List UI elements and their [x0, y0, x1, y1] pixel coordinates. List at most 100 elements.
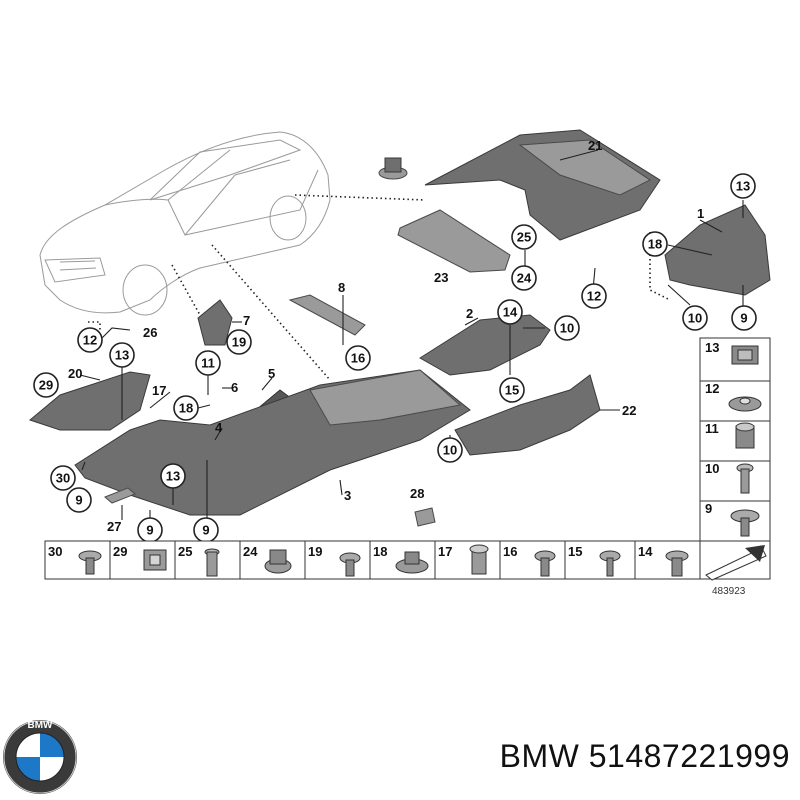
fastener-label-17: 17	[438, 544, 452, 559]
fastener-label-14: 14	[638, 544, 653, 559]
diagram-id: 483923	[712, 586, 746, 597]
bmw-logo: BMW	[3, 720, 77, 794]
callout-10-right: 10	[682, 305, 708, 331]
callout-24: 24	[511, 265, 537, 291]
fastener-label-9: 9	[705, 501, 712, 516]
svg-text:9: 9	[146, 523, 153, 538]
callout-12-left: 12	[77, 327, 103, 353]
fastener-24-nut-icon	[264, 549, 292, 574]
svg-text:11: 11	[201, 356, 215, 371]
callout-26: 26	[143, 325, 157, 340]
callout-11: 11	[195, 350, 221, 376]
svg-text:10: 10	[688, 311, 702, 326]
svg-text:12: 12	[83, 333, 97, 348]
callout-9-bottom-center: 9	[193, 517, 219, 543]
svg-text:13: 13	[736, 179, 750, 194]
callout-19: 19	[226, 329, 252, 355]
svg-text:BMW: BMW	[28, 720, 54, 731]
fastener-column: 13 12 11 10 9	[699, 337, 771, 581]
callout-22: 22	[622, 403, 636, 418]
fastener-label-16: 16	[503, 544, 517, 559]
fastener-label-13: 13	[705, 340, 719, 355]
fastener-label-11: 11	[705, 421, 719, 436]
callout-28: 28	[410, 486, 424, 501]
part-8-strip	[288, 294, 366, 336]
callout-17: 17	[152, 383, 166, 398]
svg-text:24: 24	[517, 271, 532, 286]
callout-25: 25	[511, 224, 537, 250]
part-27-pad	[104, 487, 136, 504]
callout-16: 16	[345, 345, 371, 371]
part-1-wheel-arch-shield	[664, 204, 771, 296]
svg-text:9: 9	[202, 523, 209, 538]
svg-text:9: 9	[75, 493, 82, 508]
direction-arrow-icon	[705, 545, 767, 581]
callout-13-bottom: 13	[160, 463, 186, 489]
fastener-11-nut-icon	[735, 422, 755, 449]
fastener-14-icon	[665, 550, 689, 577]
part-2-panel	[419, 314, 551, 376]
part-22-side-shield	[454, 374, 601, 456]
part-7-bracket	[197, 299, 233, 346]
fastener-30-icon	[78, 550, 102, 575]
svg-text:9: 9	[740, 311, 747, 326]
callout-15: 15	[499, 377, 525, 403]
callout-7: 7	[243, 313, 250, 328]
part-21-rear-underbody-shield	[424, 129, 661, 241]
fastener-19-icon	[339, 552, 361, 577]
callout-9-left: 9	[66, 487, 92, 513]
fastener-15-icon	[599, 550, 621, 577]
fastener-9-screw-washer-icon	[730, 509, 760, 537]
svg-text:12: 12	[587, 289, 601, 304]
fastener-label-10: 10	[705, 461, 719, 476]
callout-9-right: 9	[731, 305, 757, 331]
svg-text:13: 13	[115, 348, 129, 363]
fastener-label-15: 15	[568, 544, 582, 559]
callout-9-bottom-left: 9	[137, 517, 163, 543]
callout-18-left: 18	[173, 395, 199, 421]
svg-text:25: 25	[517, 230, 531, 245]
svg-text:10: 10	[560, 321, 574, 336]
callout-6: 6	[231, 380, 238, 395]
fastener-29-icon	[143, 549, 167, 571]
fastener-25-bolt-icon	[204, 548, 220, 577]
fastener-row: 30 29 25 24 19 18 17 16 15 14	[44, 540, 701, 580]
callout-20: 20	[68, 366, 82, 381]
svg-text:13: 13	[166, 469, 180, 484]
fastener-18-icon	[395, 551, 429, 574]
callout-12-right: 12	[581, 283, 607, 309]
callouts: 21 13 1 18 25 23 24 12 10 9 8 16 2 14	[33, 138, 757, 543]
callout-14: 14	[497, 299, 523, 325]
callout-13-left: 13	[109, 342, 135, 368]
callout-1: 1	[697, 206, 704, 221]
fastener-label-29: 29	[113, 544, 127, 559]
fastener-16-icon	[534, 550, 556, 577]
callout-8: 8	[338, 280, 345, 295]
fastener-label-18: 18	[373, 544, 387, 559]
callout-2: 2	[466, 306, 473, 321]
callout-3: 3	[344, 488, 351, 503]
fastener-label-25: 25	[178, 544, 192, 559]
callout-4: 4	[215, 420, 223, 435]
part-20-side-panel	[28, 371, 151, 431]
svg-text:19: 19	[232, 335, 246, 350]
fastener-label-12: 12	[705, 381, 719, 396]
callout-23: 23	[434, 270, 448, 285]
part-23-bracket	[397, 209, 511, 273]
svg-text:15: 15	[505, 383, 519, 398]
fastener-10-screw-icon	[736, 463, 754, 494]
callout-10-bottom: 10	[437, 437, 463, 463]
svg-text:16: 16	[351, 351, 365, 366]
callout-27: 27	[107, 519, 121, 534]
fastener-label-19: 19	[308, 544, 322, 559]
part-28-pad	[414, 507, 436, 527]
callout-21: 21	[588, 138, 602, 153]
callout-13-top-right: 13	[730, 173, 756, 199]
car-outline	[39, 131, 331, 316]
fastener-17-icon	[469, 544, 489, 575]
fastener-label-30: 30	[48, 544, 62, 559]
svg-text:30: 30	[56, 471, 70, 486]
fastener-12-washer-icon	[728, 396, 762, 412]
callout-18-top: 18	[642, 231, 668, 257]
